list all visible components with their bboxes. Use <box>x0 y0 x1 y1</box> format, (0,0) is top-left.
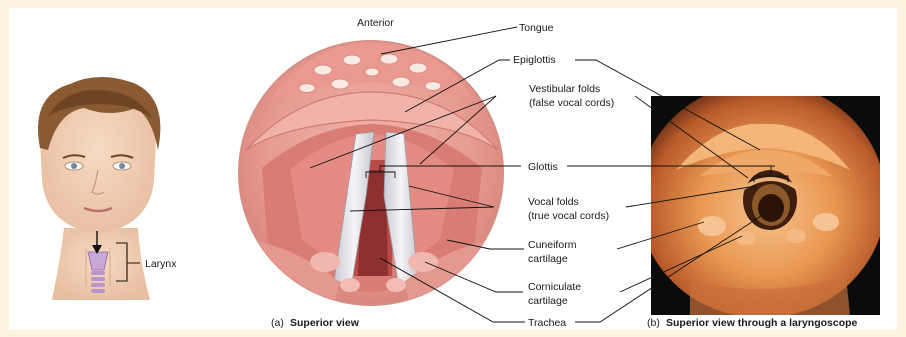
label-true-vocal-cords: (true vocal cords) <box>528 210 609 222</box>
caption-b-title: Superior view through a laryngoscope <box>666 317 858 329</box>
label-cuneiform: Cuneiform <box>528 239 577 251</box>
label-vocal-folds: Vocal folds <box>528 196 579 208</box>
label-trachea: Trachea <box>528 317 566 329</box>
label-vestibular-folds: Vestibular folds <box>529 83 600 95</box>
label-tongue: Tongue <box>519 22 554 34</box>
label-larynx: Larynx <box>145 258 177 270</box>
label-cuneiform-cartilage: cartilage <box>528 253 568 265</box>
caption-b-prefix: (b) <box>647 317 660 329</box>
label-corniculate-cartilage: cartilage <box>528 295 568 307</box>
label-corniculate: Corniculate <box>528 281 581 293</box>
label-epiglottis: Epiglottis <box>513 54 556 66</box>
label-anterior: Anterior <box>357 17 394 29</box>
laryngoscope-photo <box>638 82 886 318</box>
caption-a-prefix: (a) <box>271 317 284 329</box>
label-glottis: Glottis <box>528 161 558 173</box>
caption-a-title: Superior view <box>290 317 360 329</box>
label-false-vocal-cords: (false vocal cords) <box>529 97 614 109</box>
